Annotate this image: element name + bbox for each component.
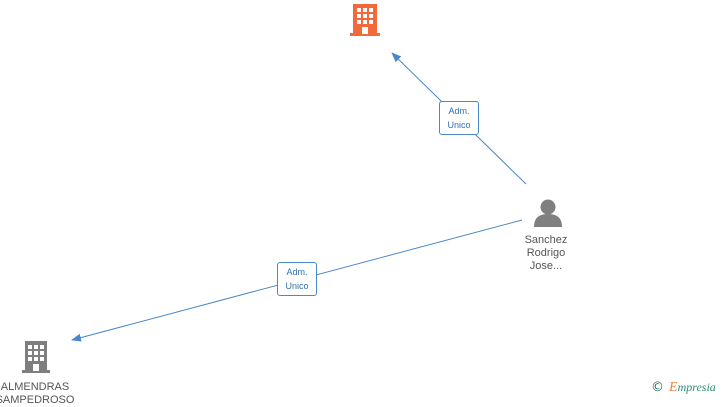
person-icon[interactable]: [534, 199, 562, 228]
person-label-line3: Jose...: [529, 260, 563, 272]
edge-label-top: Adm. Unico: [439, 101, 479, 135]
brand-name: mpresia: [677, 380, 716, 394]
edge-label-top-line1: Adm.: [448, 106, 470, 116]
person-label[interactable]: Sanchez Rodrigo Jose...: [506, 234, 586, 273]
company-bottom-label[interactable]: ALMENDRAS SAMPEDROSO: [0, 381, 78, 407]
edge-label-bottom-line2: Unico: [285, 281, 309, 291]
footer-brand[interactable]: © Empresia: [651, 380, 716, 396]
building-icon[interactable]: [350, 4, 380, 36]
building-icon[interactable]: [22, 341, 50, 373]
copyright-icon: ©: [651, 380, 664, 395]
edge-label-bottom: Adm. Unico: [277, 262, 317, 296]
company-bottom-label-line1: ALMENDRAS: [0, 381, 70, 393]
edge-label-top-line2: Unico: [447, 120, 471, 130]
brand-initial: E: [669, 380, 678, 395]
edge-label-bottom-line1: Adm.: [286, 267, 308, 277]
company-bottom-label-line2: SAMPEDROSO: [0, 394, 75, 406]
person-label-line1: Sanchez: [524, 234, 568, 246]
person-label-line2: Rodrigo: [526, 247, 566, 259]
